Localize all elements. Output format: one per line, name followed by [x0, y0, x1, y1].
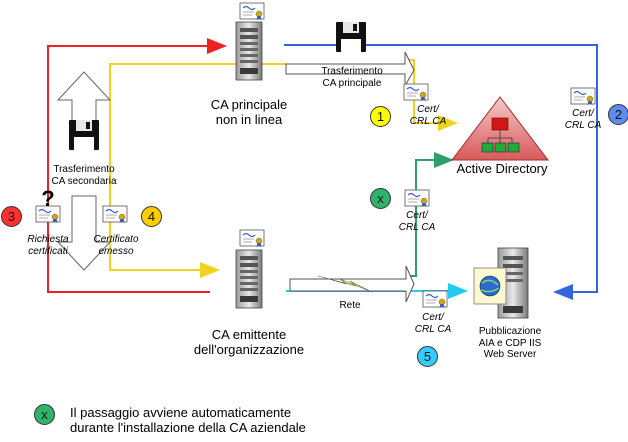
step-4-badge: 4 [141, 206, 162, 227]
root-ca-label: CA principale non in linea [202, 97, 296, 128]
legend-line2: durante l'installazione della CA azienda… [70, 419, 306, 435]
legend-line1: Il passaggio avviene automaticamente [70, 405, 292, 420]
active-directory-icon [450, 96, 550, 161]
cert-crl-label-2: Cert/ CRL CA [560, 108, 606, 131]
red-request-path [47, 38, 227, 293]
cert-crl-line2: CRL CA [409, 115, 447, 127]
certificate-issued-icon [102, 205, 128, 224]
cert-crl-label-1: Cert/ CRL CA [408, 104, 448, 127]
issued-line1: Certificato [93, 234, 139, 245]
certificate-request-label: Richiesta certificati [20, 234, 76, 257]
cert-crl-line1: Cert/ [572, 108, 594, 119]
issuing-ca-label-line2: dell'organizzazione [193, 341, 305, 357]
web-server-label: Pubblicazione AIA e CDP IIS Web Server [470, 326, 550, 361]
network-conduit [289, 265, 415, 303]
legend-x-badge: x [34, 404, 55, 425]
question-mark: ? [41, 186, 55, 211]
certificate-icon [422, 290, 448, 309]
root-ca-label-line1: CA principale [210, 97, 288, 112]
request-line2: certificati [28, 245, 68, 257]
root-transfer-line2: CA principale [322, 77, 382, 89]
cert-crl-label-x: Cert/ CRL CA [394, 210, 440, 233]
active-directory-label: Active Directory [456, 161, 548, 176]
green-issuing-to-ad-path [410, 152, 454, 277]
certificate-issued-label: Certificato emesso [88, 234, 144, 257]
certificate-icon [570, 87, 596, 106]
step-2-badge: 2 [608, 104, 628, 125]
cert-crl-line2: CRL CA [398, 221, 436, 233]
step-3-badge: 3 [1, 206, 22, 227]
network-label: Rete [339, 300, 361, 311]
web-server-label-line1: Pubblicazione [478, 326, 542, 337]
root-ca-certificate-icon [239, 2, 265, 21]
web-server-label-line3: Web Server [483, 349, 537, 360]
cert-crl-label-5: Cert/ CRL CA [410, 312, 456, 335]
web-server-label-line2: AIA e CDP IIS [478, 337, 542, 349]
cert-crl-line2: CRL CA [564, 119, 602, 131]
cert-crl-line2: CRL CA [414, 323, 452, 335]
request-line1: Richiesta [27, 234, 69, 245]
web-server-icon [473, 247, 529, 319]
cert-crl-line1: Cert/ [422, 312, 444, 323]
issuing-ca-certificate-icon [239, 229, 265, 248]
root-transfer-conduit [285, 51, 415, 88]
cert-crl-line1: Cert/ [417, 104, 439, 115]
issuing-ca-label-line1: CA emittente [211, 327, 287, 342]
issuing-ca-server-icon [235, 249, 263, 309]
lightning-icon [317, 275, 373, 293]
certificate-icon [403, 83, 429, 102]
step-1-badge: 1 [370, 106, 391, 127]
secondary-transfer-label: Trasferimento CA secondaria [42, 164, 126, 187]
step-x-badge: x [370, 188, 391, 209]
cert-crl-line1: Cert/ [406, 210, 428, 221]
root-transfer-line1: Trasferimento [321, 66, 383, 77]
yellow-issued-path [109, 63, 286, 278]
root-transfer-label: Trasferimento CA principale [310, 66, 394, 89]
issuing-ca-label: CA emittente dell'organizzazione [190, 327, 308, 358]
issued-line2: emesso [98, 245, 134, 257]
step-5-badge: 5 [417, 346, 438, 367]
certificate-icon [404, 189, 430, 208]
floppy-disk-icon [336, 22, 366, 52]
root-ca-label-line2: non in linea [215, 111, 283, 127]
secondary-transfer-line1: Trasferimento [53, 164, 115, 175]
secondary-transfer-line2: CA secondaria [51, 175, 117, 187]
blue-root-to-web-path [284, 44, 598, 300]
floppy-disk-icon [69, 120, 99, 150]
root-ca-server-icon [235, 21, 263, 81]
legend-text: Il passaggio avviene automaticamente dur… [70, 405, 306, 436]
